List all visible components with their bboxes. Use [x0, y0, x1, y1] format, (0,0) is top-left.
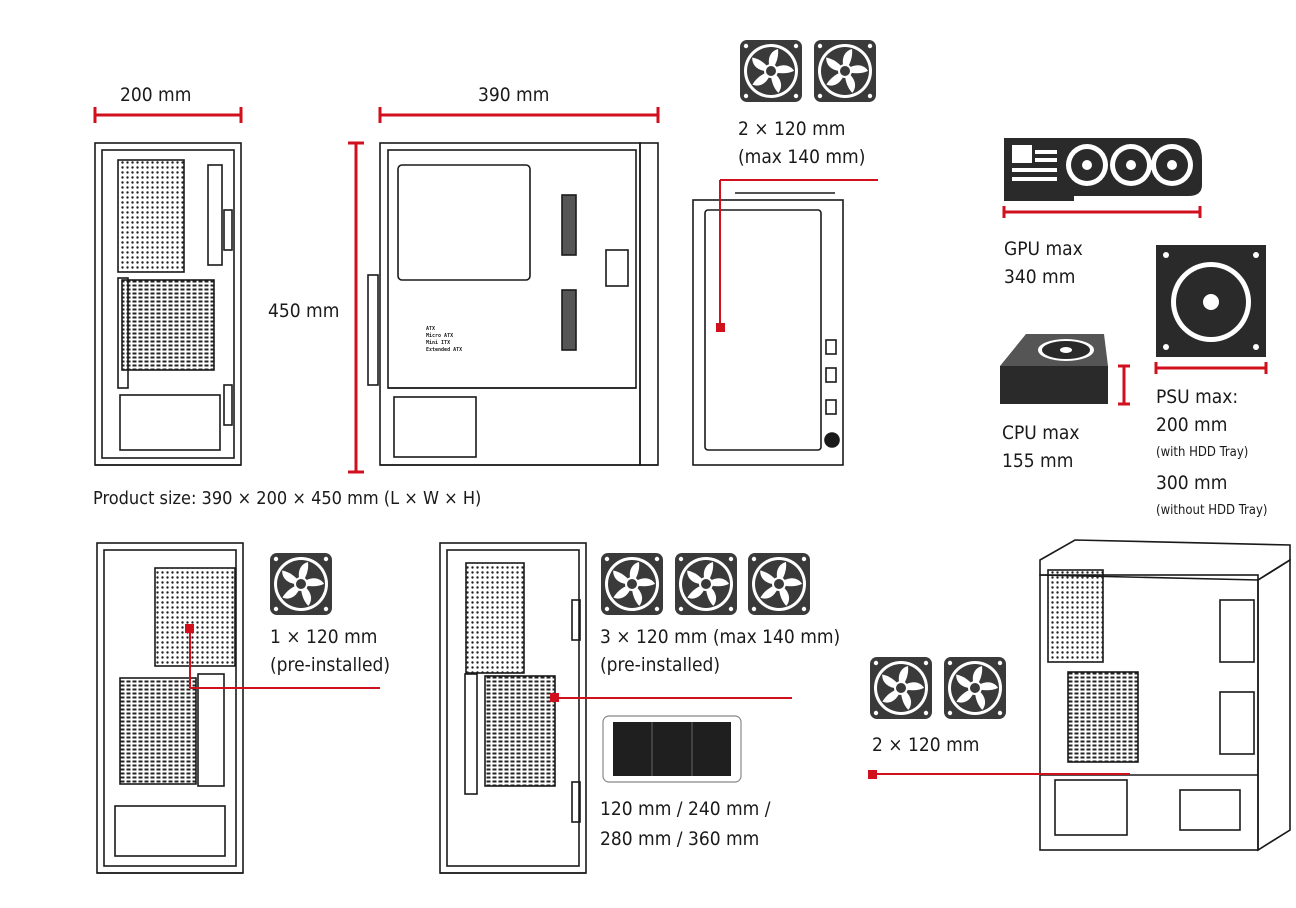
width-dimension-label: 200 mm: [120, 84, 192, 106]
cpu-label: CPU max: [1002, 422, 1080, 444]
bottom-fans-count: 2 × 120 mm: [872, 734, 980, 756]
front-fans-count: 3 × 120 mm (max 140 mm): [600, 626, 841, 648]
fan-icon: [740, 40, 802, 102]
front-panel-drawing: [692, 192, 844, 466]
svg-text:ATX: ATX: [426, 326, 435, 332]
psu-title: PSU max:: [1156, 386, 1239, 408]
gpu-icon: [1004, 138, 1202, 201]
gpu-value: 340 mm: [1004, 266, 1076, 288]
fan-icon: [814, 40, 876, 102]
radiator-sizes-2: 280 mm / 360 mm: [600, 828, 760, 850]
fan-icon: [601, 553, 663, 615]
psu-note-2: (without HDD Tray): [1156, 503, 1268, 518]
top-fans-max: (max 140 mm): [738, 146, 866, 168]
svg-text:Mini ITX: Mini ITX: [426, 340, 450, 346]
isometric-case-drawing: [1039, 539, 1291, 852]
rear-fan-note: (pre-installed): [270, 654, 391, 676]
fan-icon: [675, 553, 737, 615]
fan-icon: [748, 553, 810, 615]
front-fans-note: (pre-installed): [600, 654, 721, 676]
svg-text:Micro ATX: Micro ATX: [426, 333, 453, 339]
fan-icon: [870, 657, 932, 719]
fan-icon: [270, 553, 332, 615]
product-size-label: Product size: 390 × 200 × 450 mm (L × W …: [93, 488, 482, 509]
cpu-value: 155 mm: [1002, 450, 1074, 472]
gpu-label: GPU max: [1004, 238, 1083, 260]
length-dimension-label: 390 mm: [478, 84, 550, 106]
psu-note-1: (with HDD Tray): [1156, 445, 1249, 460]
front-view-drawing: [94, 142, 242, 466]
rear-view-drawing: [96, 542, 244, 874]
svg-text:Extended ATX: Extended ATX: [426, 347, 462, 353]
psu-icon: [1156, 245, 1266, 357]
psu-value-2: 300 mm: [1156, 472, 1228, 494]
front-inner-view-drawing: [439, 542, 587, 874]
side-view-drawing: ATX Micro ATX Mini ITX Extended ATX: [367, 142, 659, 466]
rear-fan-count: 1 × 120 mm: [270, 626, 378, 648]
psu-value-1: 200 mm: [1156, 414, 1228, 436]
radiator-icon: [602, 715, 742, 783]
height-dimension-label: 450 mm: [268, 300, 340, 322]
radiator-sizes-1: 120 mm / 240 mm /: [600, 798, 771, 820]
cpu-cooler-icon: [1000, 334, 1108, 404]
top-fans-count: 2 × 120 mm: [738, 118, 846, 140]
fan-icon: [944, 657, 1006, 719]
